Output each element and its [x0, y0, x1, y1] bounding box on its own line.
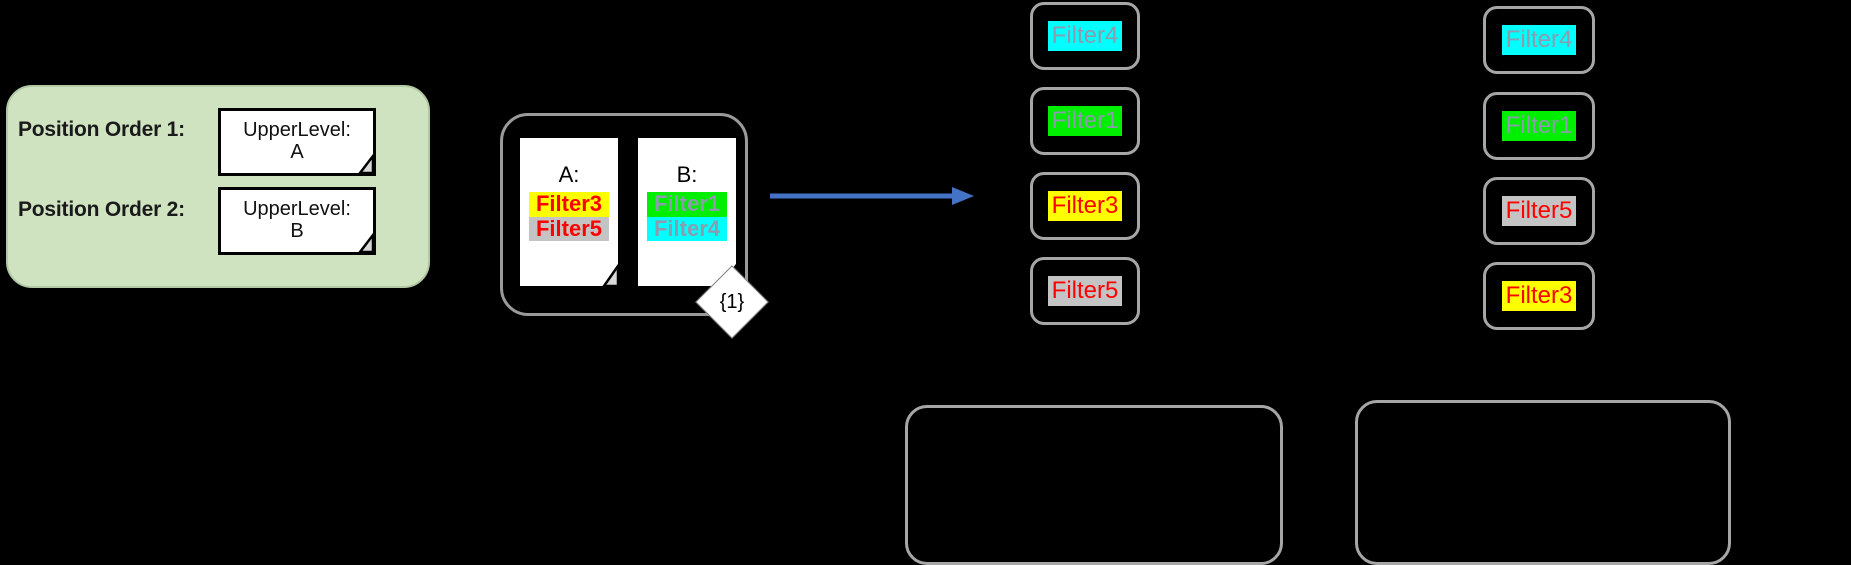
document-a[interactable]: A: Filter3 Filter5 — [520, 138, 620, 288]
result-1-chip-0-label: Filter4 — [1047, 21, 1123, 51]
result-1-chip-2-label: Filter3 — [1047, 191, 1123, 221]
upperlevel-note-b-value: B — [290, 220, 304, 243]
result-2-chip-0[interactable]: Filter4 — [1483, 6, 1595, 74]
result-1-chip-0[interactable]: Filter4 — [1030, 2, 1140, 70]
page-fold-icon — [588, 256, 620, 288]
result-1-chip-3[interactable]: Filter5 — [1030, 257, 1140, 325]
document-b[interactable]: B: Filter1 Filter4 — [638, 138, 738, 288]
document-b-line-1: Filter1 — [647, 191, 727, 217]
upperlevel-note-a-value: A — [290, 141, 304, 164]
result-1-chip-3-label: Filter5 — [1047, 276, 1123, 306]
result-2-chip-0-label: Filter4 — [1501, 25, 1577, 55]
document-b-line-2: Filter4 — [647, 216, 727, 242]
result-1-chip-1-label: Filter1 — [1047, 106, 1123, 136]
upperlevel-note-a-text: UpperLevel: A — [221, 111, 373, 164]
upperlevel-note-b[interactable]: UpperLevel: B — [218, 187, 376, 255]
result-2-chip-2[interactable]: Filter5 — [1483, 177, 1595, 245]
result-1-chip-1[interactable]: Filter1 — [1030, 87, 1140, 155]
result-1-bottom-panel[interactable] — [905, 405, 1283, 565]
result-2-chip-3[interactable]: Filter3 — [1483, 262, 1595, 330]
result-2-chip-2-label: Filter5 — [1501, 196, 1577, 226]
page-fold-icon — [343, 143, 375, 175]
position-order-1-label: Position Order 1: — [18, 118, 185, 141]
position-order-2-label: Position Order 2: — [18, 198, 185, 221]
upperlevel-note-a[interactable]: UpperLevel: A — [218, 108, 376, 176]
upperlevel-note-b-text: UpperLevel: B — [221, 190, 373, 243]
result-2-chip-1[interactable]: Filter1 — [1483, 92, 1595, 160]
result-2-bottom-panel[interactable] — [1355, 400, 1731, 565]
result-2-chip-3-label: Filter3 — [1501, 281, 1577, 311]
document-a-line-1: Filter3 — [529, 191, 609, 217]
result-2-chip-1-label: Filter1 — [1501, 111, 1577, 141]
document-b-title: B: — [676, 162, 698, 187]
multiplicity-label: {1} — [719, 290, 745, 313]
document-a-lines: Filter3 Filter5 — [529, 191, 609, 242]
flow-arrow-icon — [770, 187, 974, 205]
document-b-lines: Filter1 Filter4 — [647, 191, 727, 242]
upperlevel-note-a-title: UpperLevel: — [243, 119, 351, 141]
result-1-chip-2[interactable]: Filter3 — [1030, 172, 1140, 240]
page-fold-icon — [343, 222, 375, 254]
document-a-title: A: — [558, 162, 580, 187]
documents-container — [500, 113, 748, 316]
upperlevel-note-b-title: UpperLevel: — [243, 198, 351, 220]
document-a-line-2: Filter5 — [529, 216, 609, 242]
